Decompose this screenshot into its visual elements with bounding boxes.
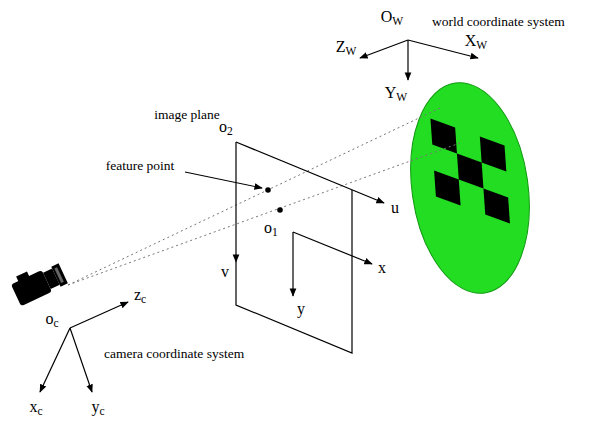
plane-caption: image plane xyxy=(154,108,220,123)
projection-rays xyxy=(68,108,460,285)
origin-label: o1 xyxy=(264,219,278,239)
axis-label: XW xyxy=(465,32,487,52)
origin-label: oc xyxy=(45,310,58,330)
axis-label: v xyxy=(221,263,229,281)
axis-label: x xyxy=(378,259,386,277)
principal-point-dot xyxy=(277,207,283,213)
system-caption: world coordinate system xyxy=(432,15,565,30)
axis-label: ZW xyxy=(336,38,357,58)
origin-label: o2 xyxy=(219,118,233,138)
axis-label: yc xyxy=(91,398,104,418)
origin-label: OW xyxy=(381,8,403,28)
axis-label: zc xyxy=(134,286,146,306)
camera-icon xyxy=(9,258,68,306)
axis-label: y xyxy=(297,300,305,318)
calibration-board xyxy=(398,75,542,301)
system-caption: camera coordinate system xyxy=(104,347,244,362)
axis-label: u xyxy=(391,199,399,217)
image-plane xyxy=(185,142,384,353)
axis-label: xc xyxy=(29,398,42,418)
axis-label: YW xyxy=(385,84,407,104)
checkerboard xyxy=(430,119,510,224)
feature-point-dot xyxy=(265,187,271,193)
world-axes xyxy=(360,40,478,80)
callout-label: feature point xyxy=(106,159,175,174)
